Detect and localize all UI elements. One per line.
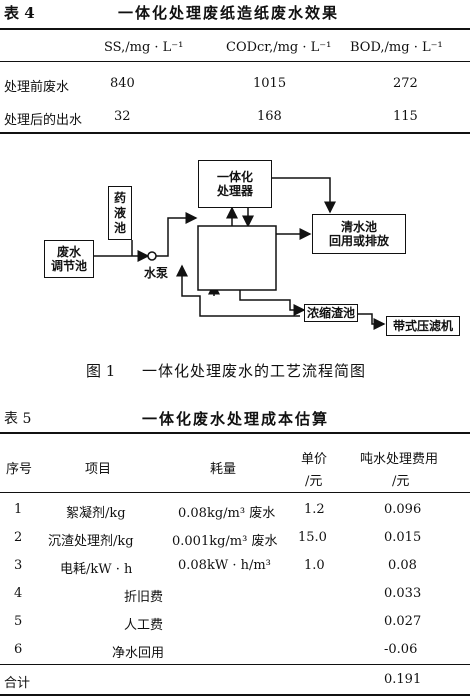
- table5-row-item: 沉渣处理剂/kg: [48, 534, 134, 549]
- regulating-pool-box: 废水 调节池: [44, 240, 94, 278]
- table5-header-no: 序号: [6, 462, 33, 477]
- box-line: 药: [113, 190, 126, 205]
- box-line: 调节池: [50, 259, 87, 273]
- table5-row-price: 15.0: [298, 530, 327, 545]
- table4-header-ss: SS,/mg · L⁻¹: [104, 40, 184, 55]
- box-line: 池: [113, 220, 126, 235]
- table5-header-consumption: 耗量: [210, 462, 237, 477]
- table5-header-rule: [0, 492, 470, 493]
- table5-row-no: 2: [14, 530, 23, 545]
- pump-label: 水泵: [144, 266, 169, 280]
- table5-header-price: 单价: [301, 452, 328, 467]
- table5-row-item: 絮凝剂/kg: [66, 506, 126, 521]
- box-line: 废水: [56, 245, 81, 259]
- table5-row-cost: 0.015: [384, 530, 422, 545]
- table4-bottom-rule: [0, 132, 470, 134]
- table4-header-rule: [0, 61, 470, 62]
- box-line: 一体化: [216, 170, 253, 184]
- table4-top-rule: [0, 28, 470, 30]
- table4-cell: 1015: [253, 76, 287, 91]
- box-line: 处理器: [216, 184, 253, 198]
- table5-row-cost: 0.033: [384, 586, 422, 601]
- table5-row-price: 1.2: [304, 502, 325, 517]
- table5-row-cost: -0.06: [384, 642, 418, 657]
- table5-row-item: 人工费: [124, 618, 164, 633]
- box-line: 液: [113, 205, 126, 220]
- table5-label: 表 5: [4, 411, 32, 427]
- table5-row-consumption: 0.08kW · h/m³: [178, 558, 271, 573]
- table4-header-codcr: CODcr,/mg · L⁻¹: [226, 40, 332, 55]
- box-line: 浓缩渣池: [306, 306, 355, 320]
- table5-row-no: 1: [14, 502, 23, 517]
- table5-row-cost: 0.08: [388, 558, 417, 573]
- table5-row-cost: 0.027: [384, 614, 422, 629]
- table5-row-item: 折旧费: [124, 590, 164, 605]
- flow-arrow: [239, 290, 306, 316]
- table4-cell: 272: [393, 76, 418, 91]
- table5-row-cost: 0.096: [384, 502, 422, 517]
- table5-total-cost: 0.191: [384, 672, 422, 687]
- table5-header-price-unit: /元: [305, 474, 323, 489]
- flow-arrow: [272, 177, 336, 214]
- table4-cell: 168: [257, 109, 282, 124]
- table5-row-no: 3: [14, 558, 23, 573]
- table4-cell: 115: [393, 109, 418, 124]
- flow-diagram: [94, 177, 386, 330]
- concentrate-pool-box: 浓缩渣池: [304, 304, 358, 322]
- table4-row-name: 处理后的出水: [4, 113, 83, 128]
- flow-arrow: [176, 264, 300, 317]
- table5-row-no: 4: [14, 586, 23, 601]
- flow-arrow: [156, 212, 198, 257]
- table5-row-no: 6: [14, 642, 23, 657]
- clear-water-pool-box: 清水池 回用或排放: [312, 214, 406, 254]
- table5-row-no: 5: [14, 614, 23, 629]
- table5-title: 一体化废水处理成本估算: [142, 410, 330, 428]
- table5-top-rule: [0, 432, 470, 434]
- table5-header-cost-unit: /元: [392, 474, 410, 489]
- table5-total-rule: [0, 664, 470, 665]
- reactor-box: [197, 225, 277, 291]
- table4-header-bod: BOD,/mg · L⁻¹: [350, 40, 443, 55]
- table4-label: 表 4: [4, 4, 35, 22]
- table5-row-consumption: 0.001kg/m³ 废水: [172, 534, 278, 549]
- table5-row-price: 1.0: [304, 558, 325, 573]
- table4-cell: 840: [110, 76, 135, 91]
- flow-arrow: [358, 313, 386, 330]
- table4-cell: 32: [114, 109, 131, 124]
- figure1-caption: 一体化处理废水的工艺流程简图: [142, 362, 367, 380]
- figure1-label: 图 1: [86, 362, 116, 380]
- box-line: 带式压滤机: [392, 319, 453, 333]
- filter-press-box: 带式压滤机: [386, 316, 460, 336]
- box-line: 清水池: [340, 220, 377, 234]
- table4-row-name: 处理前废水: [4, 80, 70, 95]
- table5-row-item: 净水回用: [112, 646, 165, 661]
- chemical-pool-box: 药 液 池: [108, 186, 132, 240]
- table5-total-label: 合计: [4, 676, 31, 691]
- table5-header-cost: 吨水处理费用: [360, 452, 439, 467]
- table4-title: 一体化处理废纸造纸废水效果: [118, 4, 340, 22]
- table5-row-item: 电耗/kW · h: [60, 562, 133, 577]
- pump-icon: [147, 251, 157, 261]
- integrated-processor-box: 一体化 处理器: [198, 160, 272, 208]
- table5-header-item: 项目: [85, 462, 112, 477]
- box-line: 回用或排放: [328, 234, 389, 248]
- table5-bottom-rule: [0, 694, 470, 696]
- table5-row-consumption: 0.08kg/m³ 废水: [178, 506, 276, 521]
